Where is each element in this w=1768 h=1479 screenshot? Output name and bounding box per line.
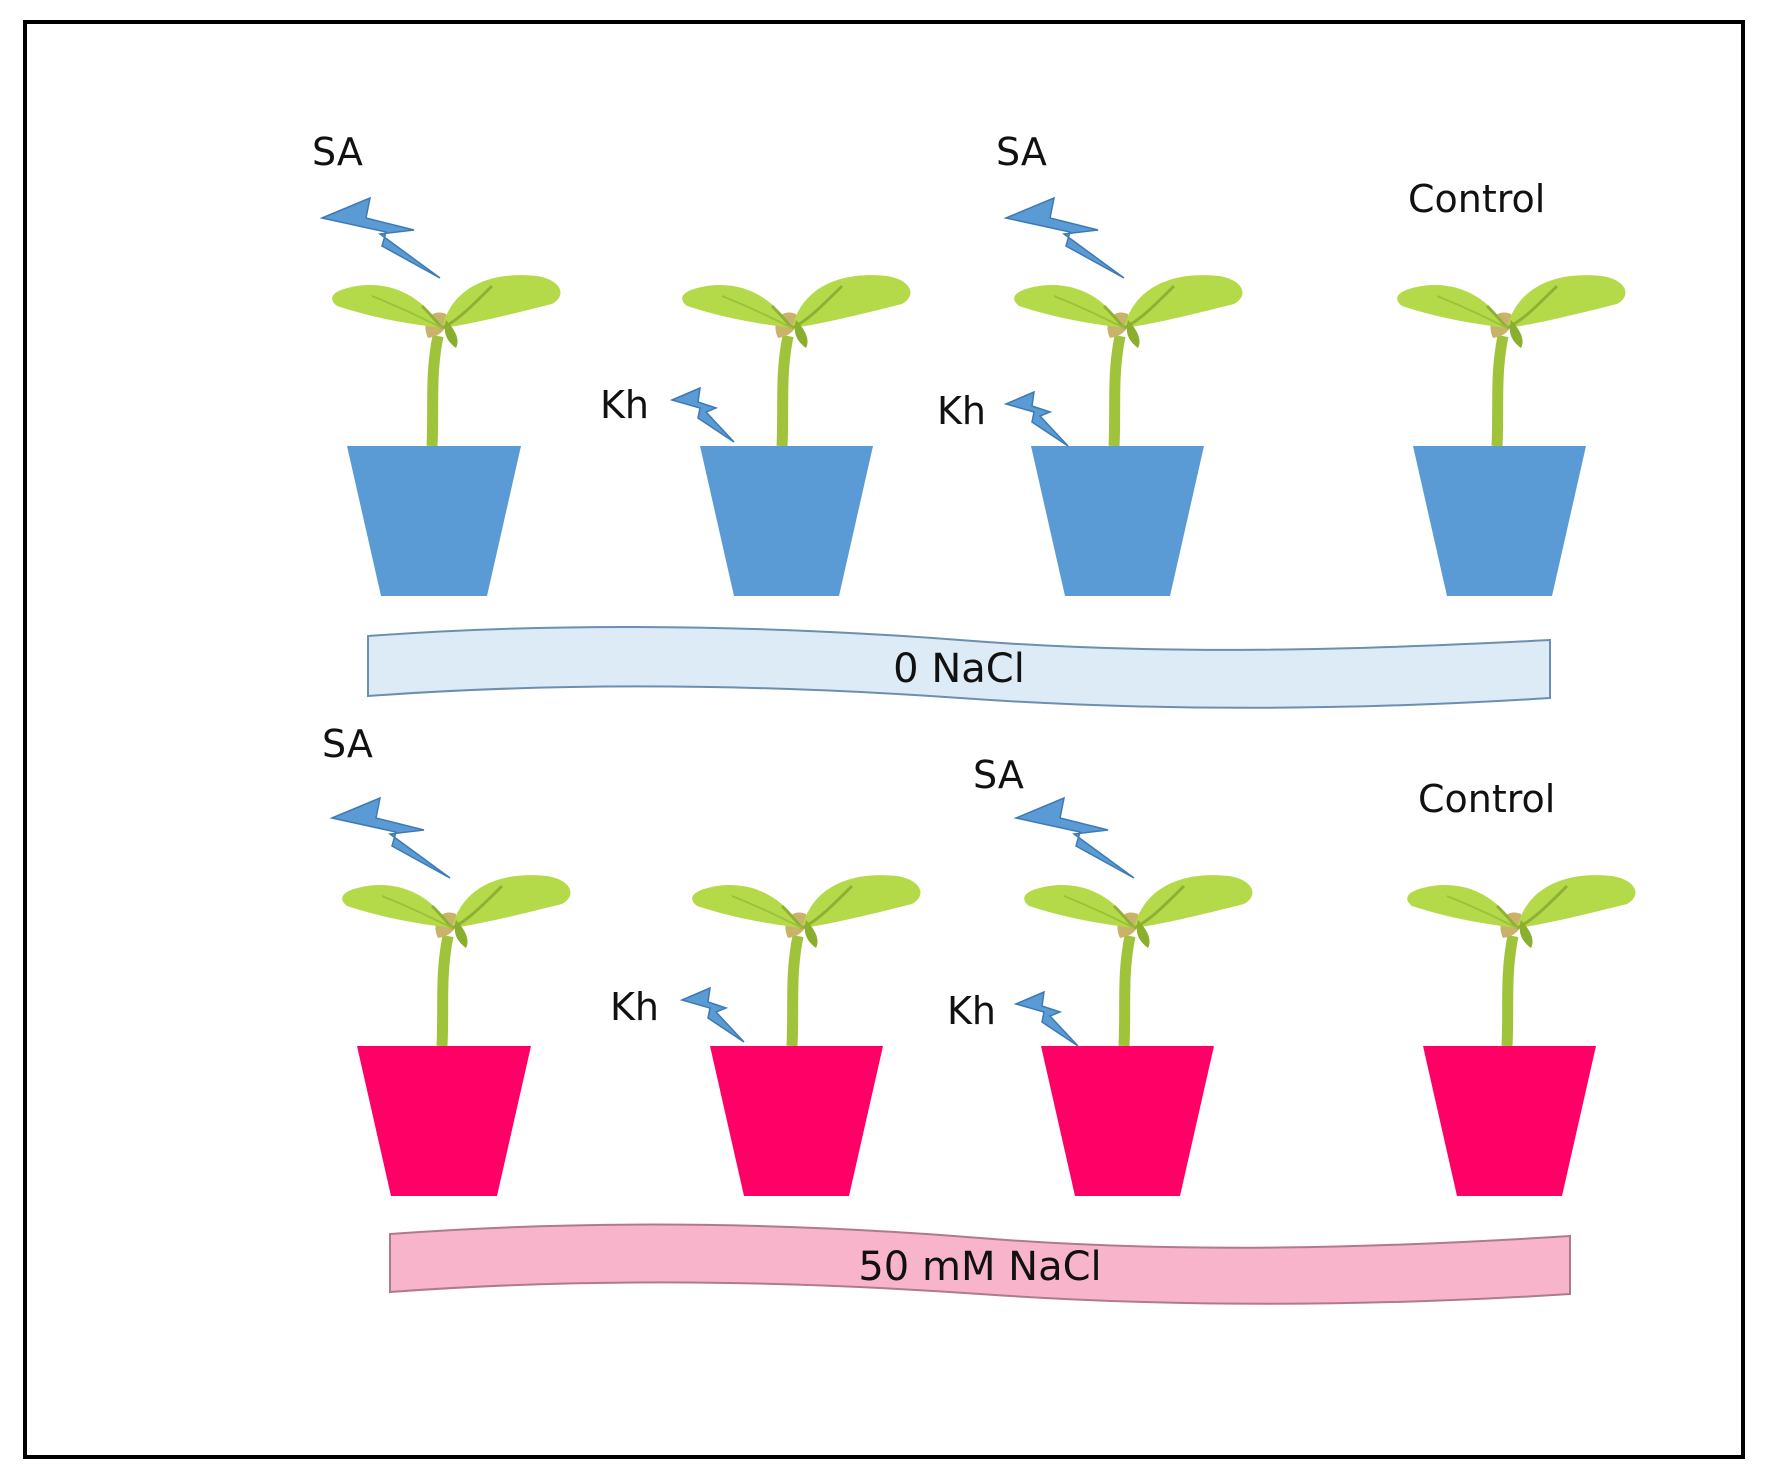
band-0nacl (367, 625, 1551, 709)
soil-bolt-icon (681, 987, 745, 1043)
spray-label: SA (322, 722, 373, 766)
pot (357, 1046, 531, 1196)
soil-label: Kh (610, 985, 659, 1029)
spray-bolt-icon (321, 197, 441, 279)
plant-icon (1397, 275, 1625, 446)
soil-bolt-icon (1015, 991, 1079, 1047)
control-label: Control (1408, 177, 1545, 221)
row-50mm-nacl: 50 mM NaCl SA Kh SA Kh Control (322, 722, 1635, 1305)
plant-icon (1014, 275, 1242, 446)
spray-label: SA (973, 753, 1024, 797)
pot (1423, 1046, 1596, 1196)
spray-bolt-icon (1005, 197, 1125, 279)
plant-icon (682, 275, 910, 446)
band-50mm-nacl (389, 1223, 1571, 1305)
soil-label: Kh (947, 989, 996, 1033)
band-label: 50 mM NaCl (858, 1244, 1101, 1290)
spray-bolt-icon (331, 797, 451, 879)
figure-frame (23, 20, 1745, 1459)
plant-icon (332, 275, 560, 446)
pot (1041, 1046, 1214, 1196)
soil-label: Kh (600, 383, 649, 427)
spray-label: SA (312, 130, 363, 174)
soil-bolt-icon (671, 387, 735, 443)
pot (710, 1046, 883, 1196)
soil-bolt-icon (1005, 391, 1069, 447)
pot (1413, 446, 1586, 596)
control-label: Control (1418, 777, 1555, 821)
spray-label: SA (996, 130, 1047, 174)
row-0nacl: 0 NaCl SA Kh SA Kh Control (312, 130, 1625, 709)
soil-label: Kh (937, 389, 986, 433)
pot (700, 446, 873, 596)
plant-icon (692, 875, 920, 1046)
pot (347, 446, 521, 596)
band-label: 0 NaCl (893, 646, 1025, 692)
spray-bolt-icon (1015, 797, 1135, 879)
plant-icon (1024, 875, 1252, 1046)
plant-icon (1407, 875, 1635, 1046)
plant-icon (342, 875, 570, 1046)
pot (1031, 446, 1204, 596)
